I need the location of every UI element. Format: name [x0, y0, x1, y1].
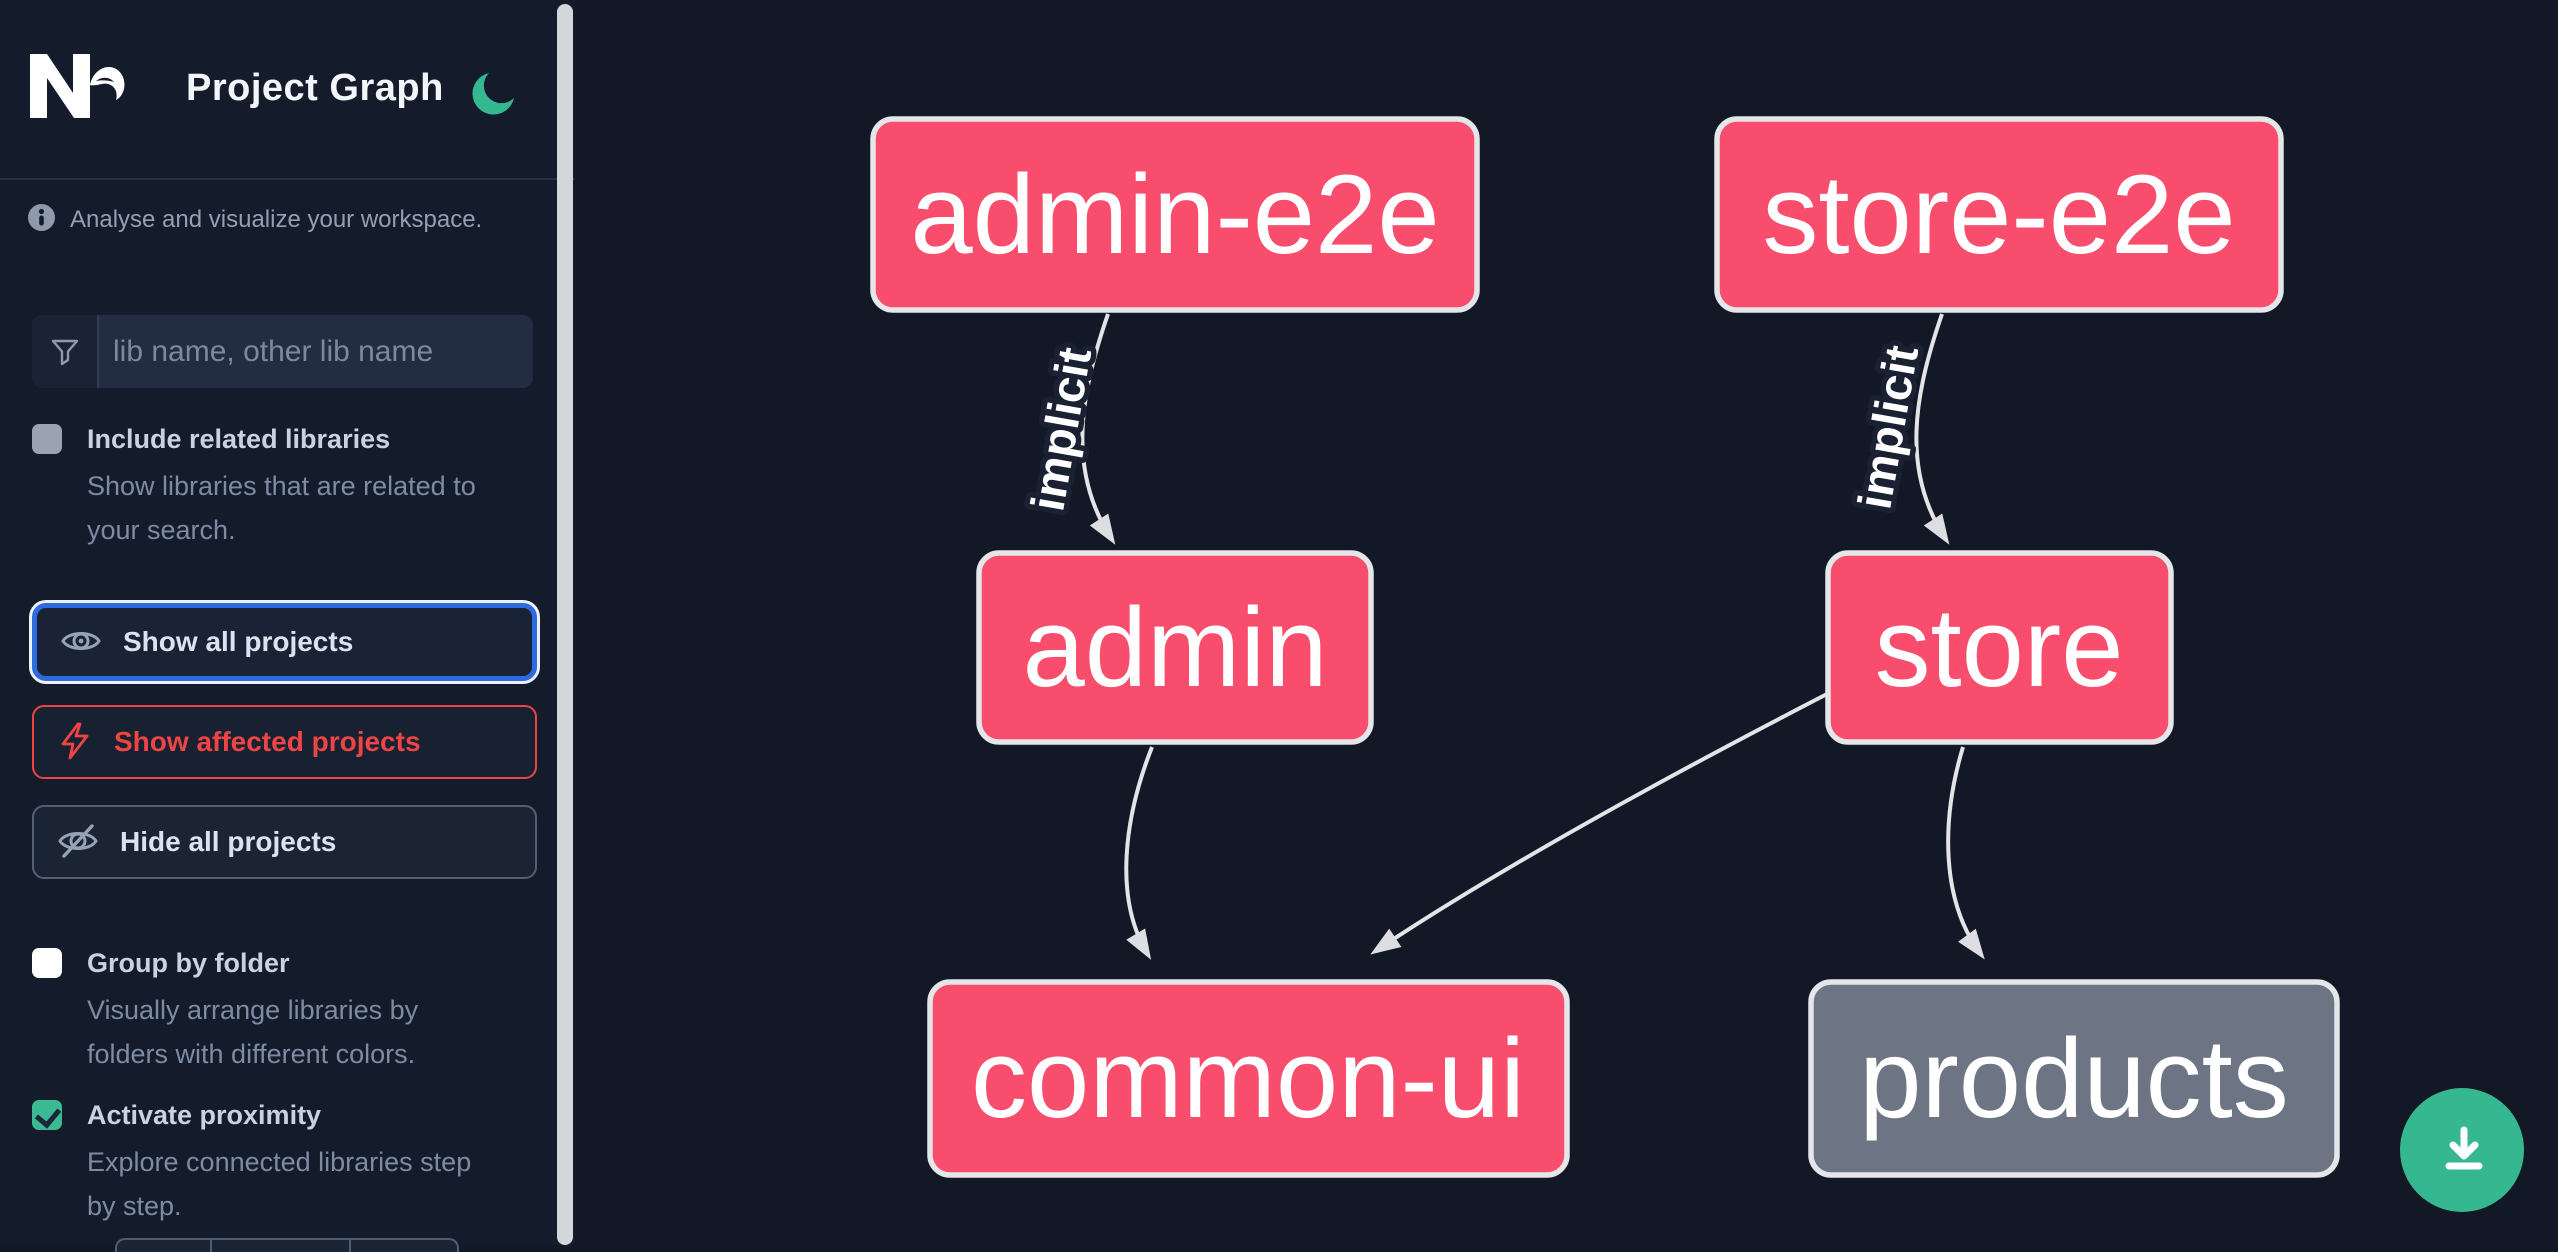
svg-text:products: products — [1859, 1016, 2289, 1141]
download-icon — [2433, 1120, 2491, 1181]
edge-admin-to-common-ui — [1124, 746, 1154, 960]
hide-all-projects-button[interactable]: Hide all projects — [32, 805, 537, 879]
edge-store-to-products — [1946, 746, 1985, 960]
page-title: Project Graph — [186, 67, 444, 109]
option-description: Show libraries that are related to your … — [87, 471, 476, 545]
option-description: Visually arrange libraries by folders wi… — [87, 995, 419, 1069]
option-label: Activate proximity — [87, 1100, 322, 1130]
moon-icon — [470, 73, 516, 120]
theme-toggle-button[interactable] — [469, 71, 517, 119]
sidebar-scrollbar[interactable] — [557, 4, 573, 1245]
proximity-stepper-partial[interactable] — [115, 1238, 459, 1252]
search-box — [32, 315, 533, 388]
graph-canvas[interactable]: implicit implicit admin-e2e store-e2e ad… — [575, 0, 2558, 1245]
svg-text:common-ui: common-ui — [971, 1016, 1525, 1141]
node-products[interactable]: products — [1808, 979, 2340, 1178]
show-affected-projects-button[interactable]: Show affected projects — [32, 705, 537, 779]
workspace-info-text: Analyse and visualize your workspace. — [70, 206, 483, 233]
filter-icon — [32, 315, 99, 388]
svg-text:admin-e2e: admin-e2e — [910, 152, 1439, 277]
button-label: Hide all projects — [120, 826, 337, 857]
eye-off-icon — [58, 822, 98, 863]
button-label: Show all projects — [123, 626, 354, 657]
edge-store-to-common-ui — [1370, 692, 1828, 955]
info-icon — [28, 204, 55, 231]
node-admin[interactable]: admin — [976, 550, 1374, 745]
show-all-projects-button[interactable]: Show all projects — [32, 603, 537, 681]
node-store[interactable]: store — [1825, 550, 2174, 745]
svg-text:store: store — [1875, 585, 2124, 710]
bolt-icon — [58, 722, 92, 763]
nx-logo-icon — [30, 54, 126, 118]
edge-admin-e2e-to-admin — [1080, 313, 1116, 545]
button-label: Show affected projects — [114, 726, 421, 757]
svg-text:store-e2e: store-e2e — [1762, 152, 2235, 277]
node-common-ui[interactable]: common-ui — [927, 979, 1570, 1178]
node-admin-e2e[interactable]: admin-e2e — [870, 116, 1480, 313]
search-input[interactable] — [99, 315, 533, 388]
svg-text:admin: admin — [1022, 585, 1327, 710]
option-description: Explore connected libraries step by step… — [87, 1147, 472, 1221]
option-label: Group by folder — [87, 948, 290, 978]
header-divider — [0, 178, 575, 180]
download-graph-button[interactable] — [2400, 1088, 2524, 1212]
edge-store-e2e-to-store — [1914, 313, 1950, 545]
activate-proximity-checkbox[interactable] — [32, 1100, 62, 1130]
sidebar: Project Graph Analyse and visualize your… — [0, 0, 575, 1252]
eye-icon — [61, 624, 101, 661]
group-by-folder-checkbox[interactable] — [32, 948, 62, 978]
option-label: Include related libraries — [87, 424, 391, 454]
node-store-e2e[interactable]: store-e2e — [1714, 116, 2284, 313]
include-related-checkbox[interactable] — [32, 424, 62, 454]
